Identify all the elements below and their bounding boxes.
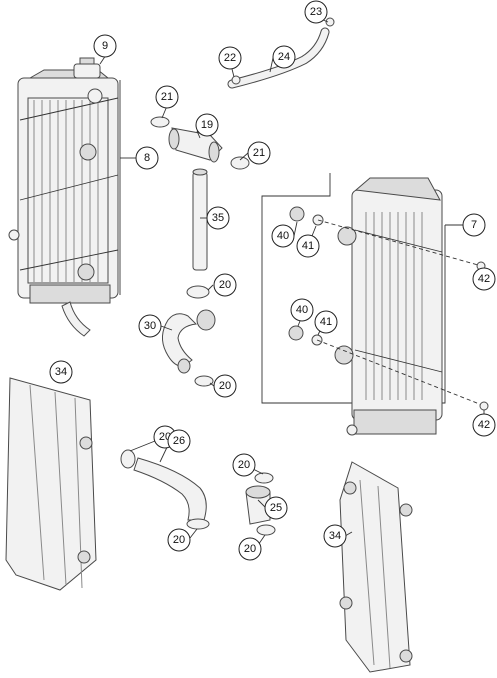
callout-19: 19 [195, 113, 219, 137]
breather-hose [227, 17, 335, 89]
hose-25 [245, 472, 276, 536]
callout-21-right: 21 [247, 141, 271, 165]
callout-7: 7 [462, 213, 486, 237]
callout-20-e-text: 20 [238, 459, 250, 471]
callout-9-text: 9 [102, 40, 108, 52]
callout-41-top: 41 [296, 234, 320, 258]
left-shroud [5, 377, 97, 591]
callout-7-text: 7 [471, 219, 477, 231]
callout-41-bottom-text: 41 [320, 316, 332, 328]
callout-8: 8 [135, 146, 159, 170]
callout-40-top: 40 [271, 224, 295, 248]
callout-20-f-text: 20 [244, 543, 256, 555]
callout-22-text: 22 [224, 52, 236, 64]
callout-25-text: 25 [270, 502, 282, 514]
callout-20-b: 20 [213, 374, 237, 398]
callout-41-bottom: 41 [314, 310, 338, 334]
callout-20-b-text: 20 [219, 380, 231, 392]
callout-42-top: 42 [472, 267, 496, 291]
callout-22: 22 [218, 46, 242, 70]
callout-34-right: 34 [323, 524, 347, 548]
callout-21-right-text: 21 [253, 147, 265, 159]
callout-20-a-text: 20 [219, 279, 231, 291]
callout-42-top-text: 42 [478, 273, 490, 285]
callout-25: 25 [264, 496, 288, 520]
callout-21-top-text: 21 [161, 91, 173, 103]
callout-20-e: 20 [232, 453, 256, 477]
callout-30-text: 30 [144, 320, 156, 332]
callout-24: 24 [272, 45, 296, 69]
callout-35-text: 35 [212, 212, 224, 224]
coolant-pipe [192, 168, 208, 271]
right-radiator-group [261, 173, 489, 436]
callout-23-text: 23 [310, 6, 322, 18]
radiator-cap [73, 57, 101, 79]
callout-26-text: 26 [173, 435, 185, 447]
callout-9: 9 [93, 34, 117, 58]
callout-40-top-text: 40 [277, 230, 289, 242]
callout-20-a: 20 [213, 273, 237, 297]
callout-20-d: 20 [167, 528, 191, 552]
callout-41-top-text: 41 [302, 240, 314, 252]
callout-40-bottom: 40 [290, 298, 314, 322]
callout-24-text: 24 [278, 51, 290, 63]
callout-26: 26 [167, 429, 191, 453]
left-radiator [8, 69, 119, 337]
right-shroud [339, 461, 413, 673]
callout-30: 30 [138, 314, 162, 338]
callout-35: 35 [206, 206, 230, 230]
callout-42-bottom-text: 42 [478, 419, 490, 431]
callout-34-left: 34 [49, 360, 73, 384]
callout-20-f: 20 [238, 537, 262, 561]
callout-20-d-text: 20 [173, 534, 185, 546]
callout-19-text: 19 [201, 119, 213, 131]
callout-labels: 9 8 23 22 24 21 19 21 35 20 30 20 7 40 4… [49, 0, 496, 561]
callout-40-bottom-text: 40 [296, 304, 308, 316]
callout-21-top: 21 [155, 85, 179, 109]
hose-30 [162, 285, 216, 387]
hose-26 [120, 449, 210, 530]
callout-34-right-text: 34 [329, 530, 341, 542]
callout-23: 23 [304, 0, 328, 24]
callout-34-left-text: 34 [55, 366, 67, 378]
callout-42-bottom: 42 [472, 413, 496, 437]
callout-8-text: 8 [144, 152, 150, 164]
